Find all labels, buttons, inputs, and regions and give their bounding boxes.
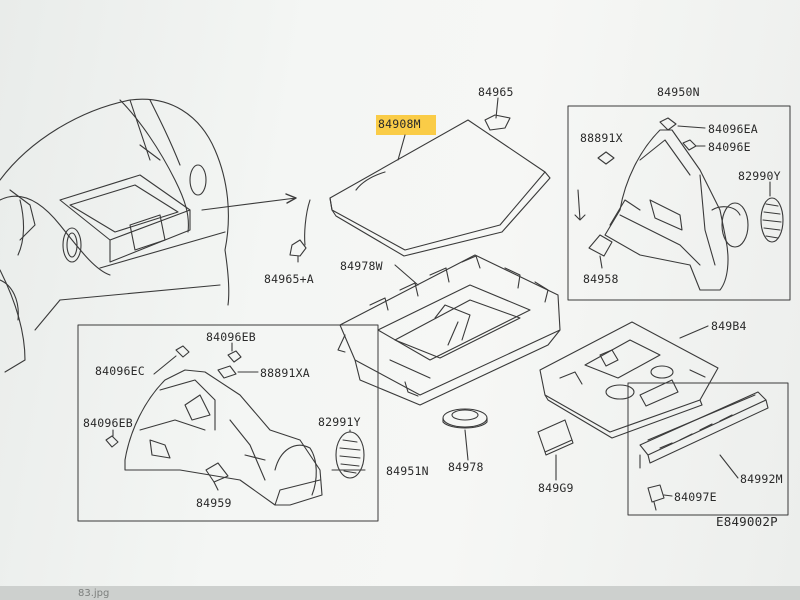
trunk-tub xyxy=(337,254,561,406)
part-label-84096EB-left[interactable]: 84096EB xyxy=(83,416,133,430)
grommet xyxy=(442,408,488,429)
part-label-82990Y[interactable]: 82990Y xyxy=(738,169,781,183)
part-label-84096E[interactable]: 84096E xyxy=(708,140,751,154)
part-label-84951N[interactable]: 84951N xyxy=(386,464,429,478)
part-label-84950N[interactable]: 84950N xyxy=(657,85,700,99)
clip-84097E xyxy=(647,484,665,511)
tool-tray xyxy=(539,321,719,439)
left-lower-frame xyxy=(77,324,379,522)
rear-sill-plate xyxy=(639,391,769,464)
part-label-88891XA[interactable]: 88891XA xyxy=(260,366,310,380)
trunk-floor-board xyxy=(304,114,551,257)
part-label-84965A[interactable]: 84965+A xyxy=(264,272,314,286)
part-label-highlight xyxy=(376,115,436,135)
foam-block xyxy=(537,419,574,456)
part-label-88891X[interactable]: 88891X xyxy=(580,131,623,145)
diagram-reference-code: E849002P xyxy=(716,514,778,529)
part-label-84958[interactable]: 84958 xyxy=(583,272,619,286)
part-label-84097E[interactable]: 84097E xyxy=(674,490,717,504)
status-filename: 83.jpg xyxy=(78,588,110,599)
rear-side-trim-right xyxy=(604,129,749,291)
right-upper-frame xyxy=(567,105,791,301)
status-strip xyxy=(0,586,800,600)
pointer-arrow xyxy=(201,197,297,211)
part-label-84978[interactable]: 84978 xyxy=(448,460,484,474)
part-label-84978W[interactable]: 84978W xyxy=(340,259,383,273)
part-label-849B4[interactable]: 849B4 xyxy=(711,319,747,333)
sill-plate-frame xyxy=(627,382,789,516)
grille-82990Y xyxy=(760,197,784,243)
part-label-84096EA[interactable]: 84096EA xyxy=(708,122,758,136)
grille-82991Y xyxy=(335,431,365,479)
rear-side-trim-left xyxy=(124,369,323,506)
part-label-84959[interactable]: 84959 xyxy=(196,496,232,510)
part-label-849G9[interactable]: 849G9 xyxy=(538,481,574,495)
part-label-84096EC[interactable]: 84096EC xyxy=(95,364,145,378)
part-label-84908M[interactable]: 84908M xyxy=(378,117,421,131)
part-label-84965[interactable]: 84965 xyxy=(478,85,514,99)
part-label-84992M[interactable]: 84992M xyxy=(740,472,783,486)
part-label-84096EB-top[interactable]: 84096EB xyxy=(206,330,256,344)
vehicle-rear-view xyxy=(0,98,230,373)
part-label-82991Y[interactable]: 82991Y xyxy=(318,415,361,429)
